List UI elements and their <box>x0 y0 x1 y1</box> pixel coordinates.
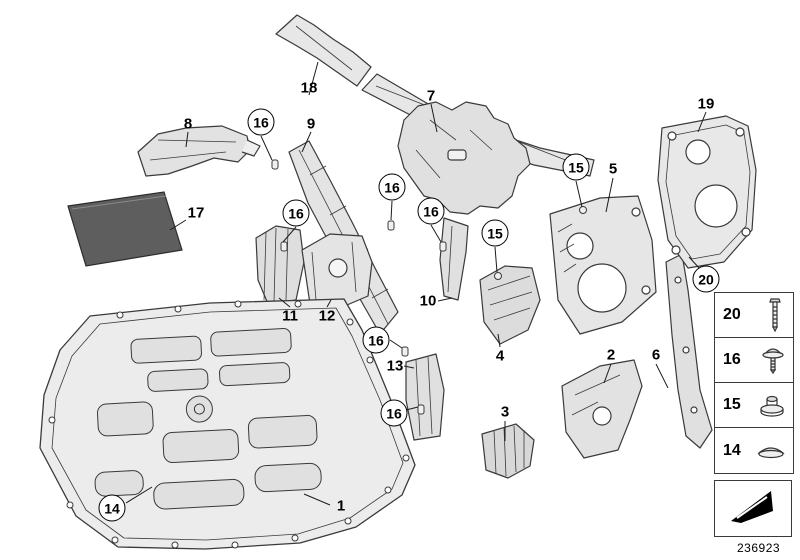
legend-label-14: 14 <box>723 441 741 459</box>
flange-screw-icon <box>761 345 785 375</box>
diagram-number: 236923 <box>737 541 781 555</box>
part-10-pillar-insulation <box>439 217 469 301</box>
leader-lines <box>125 61 707 506</box>
screw-icon <box>765 297 785 333</box>
callout-16-b[interactable]: 16 <box>282 199 310 227</box>
part-6-strip <box>665 253 713 449</box>
callout-4[interactable]: 4 <box>495 347 505 365</box>
callout-15-a[interactable]: 15 <box>562 153 590 181</box>
callout-9[interactable]: 9 <box>306 115 316 133</box>
part-13-insulation <box>405 353 445 441</box>
part-5-firewall-panel <box>549 195 657 335</box>
callout-6[interactable]: 6 <box>651 346 661 364</box>
part-2-insulation <box>561 359 643 459</box>
callout-16-e[interactable]: 16 <box>362 326 390 354</box>
callout-16-c[interactable]: 16 <box>378 173 406 201</box>
legend-label-16: 16 <box>723 351 741 368</box>
part-7-firewall-insulation <box>397 101 531 215</box>
callout-20[interactable]: 20 <box>692 265 720 293</box>
part-8-duct-insulation <box>137 125 261 177</box>
callout-17[interactable]: 17 <box>187 204 205 222</box>
legend-item-14[interactable]: 14 <box>715 428 793 473</box>
callout-16-d[interactable]: 16 <box>417 197 445 225</box>
part-11-folded-insulation <box>255 225 305 305</box>
callout-12[interactable]: 12 <box>318 307 336 325</box>
callout-15-b[interactable]: 15 <box>481 219 509 247</box>
legend-label-20: 20 <box>723 306 741 323</box>
part-4-insulation <box>479 265 541 345</box>
part-19-bracket-panel <box>657 115 757 269</box>
fastener-legend: 20 16 <box>714 292 794 474</box>
callout-3[interactable]: 3 <box>500 403 510 421</box>
callout-18[interactable]: 18 <box>300 79 318 97</box>
callout-14[interactable]: 14 <box>98 494 126 522</box>
direction-arrow-box <box>714 480 792 537</box>
callout-2[interactable]: 2 <box>606 346 616 364</box>
part-17-insulation-sheet <box>67 191 183 267</box>
legend-label-15: 15 <box>723 396 741 413</box>
callout-11[interactable]: 11 <box>282 307 298 325</box>
part-1-underbody-panel <box>39 298 416 550</box>
callout-19[interactable]: 19 <box>697 95 715 113</box>
legend-item-20[interactable]: 20 <box>715 293 793 338</box>
callout-5[interactable]: 5 <box>608 160 618 178</box>
callout-16-f[interactable]: 16 <box>380 399 408 427</box>
legend-item-15[interactable]: 15 <box>715 383 793 428</box>
cap-icon <box>757 442 785 460</box>
direction-arrow-icon <box>727 485 779 532</box>
part-12-side-insulation <box>301 233 373 309</box>
part-3-ribbed-insulation <box>481 423 535 479</box>
callout-10[interactable]: 10 <box>419 292 437 310</box>
callout-16-a[interactable]: 16 <box>247 108 275 136</box>
callout-1[interactable]: 1 <box>336 497 346 515</box>
part-18-sealing-strip <box>275 14 372 87</box>
nut-icon <box>759 393 785 417</box>
callout-13[interactable]: 13 <box>386 357 404 375</box>
callout-8[interactable]: 8 <box>183 115 193 133</box>
legend-item-16[interactable]: 16 <box>715 338 793 383</box>
callout-7[interactable]: 7 <box>426 87 436 105</box>
fastener-clips <box>271 159 587 415</box>
